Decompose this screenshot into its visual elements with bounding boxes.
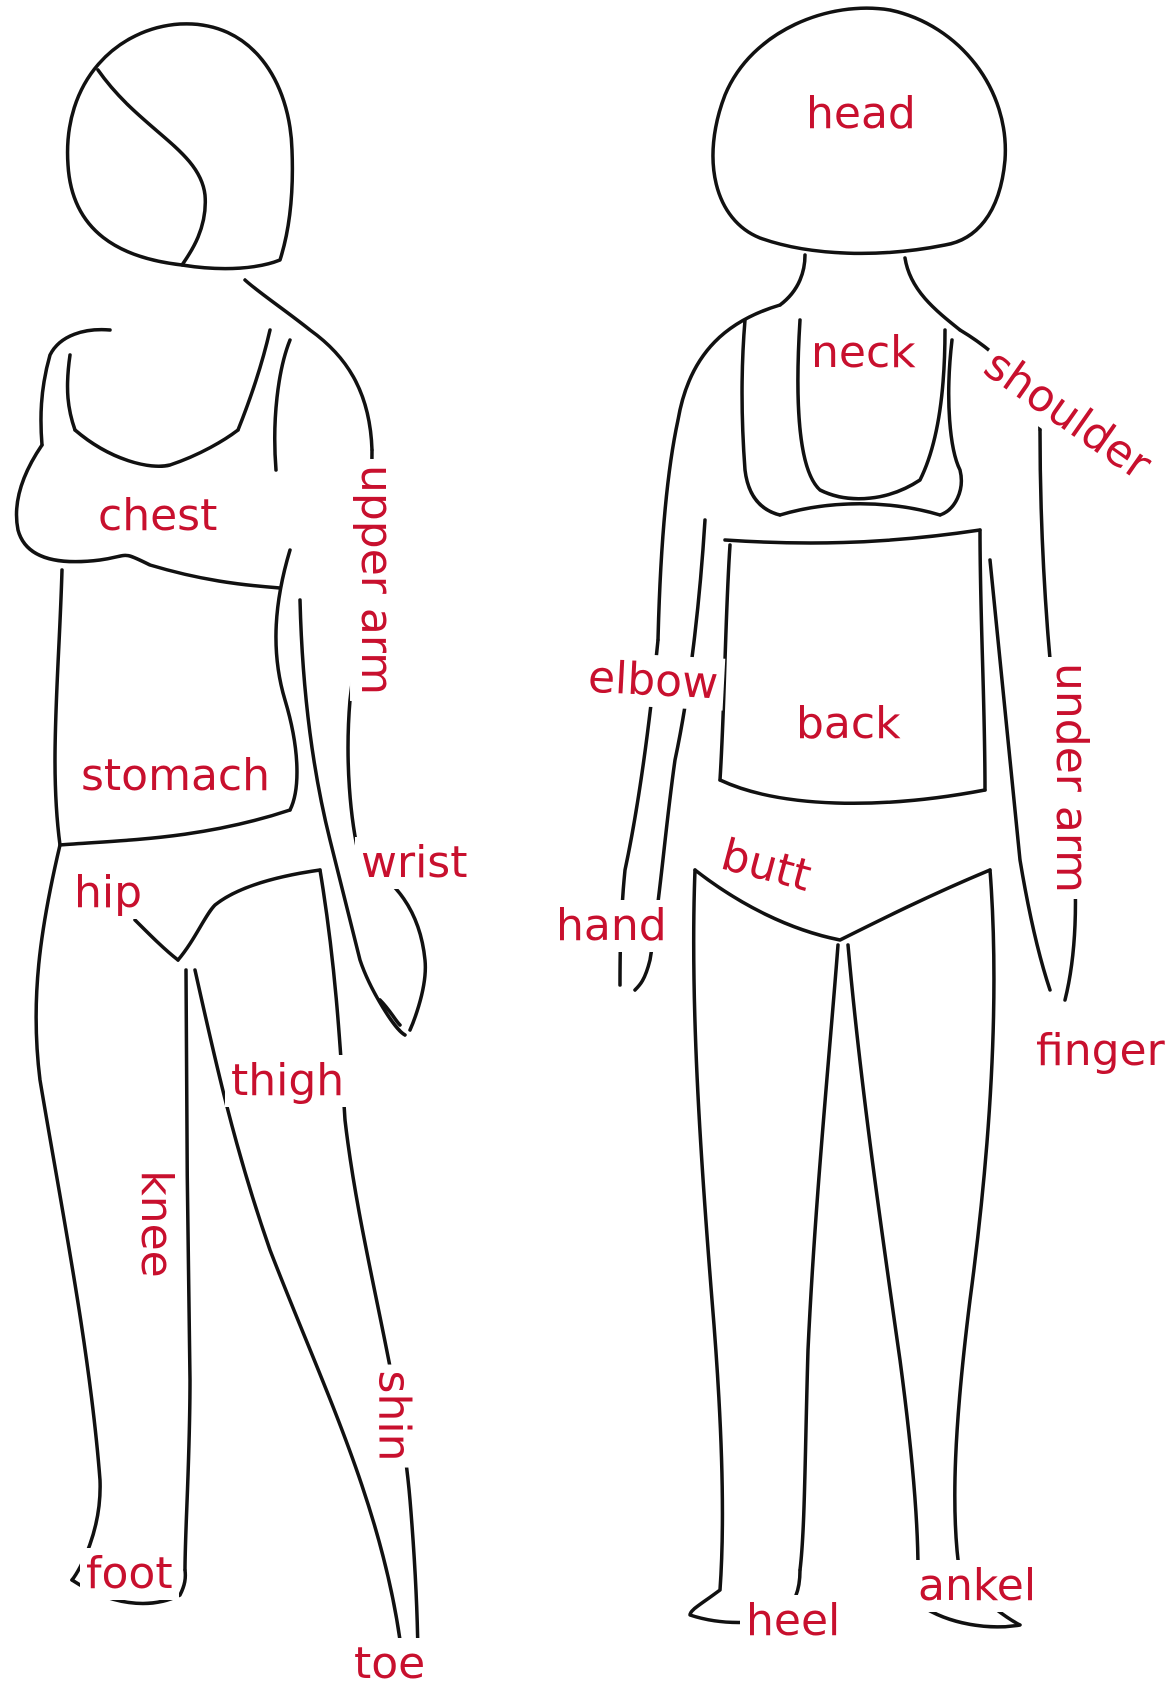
back-right-leg-inner [848, 945, 918, 1570]
front-waist-outline [60, 810, 290, 845]
front-torso-left [55, 570, 62, 845]
label-hand: hand [550, 900, 673, 952]
back-right-arm-inner [990, 560, 1050, 990]
label-ankel: ankel [912, 1560, 1042, 1612]
front-neck-outline [245, 280, 372, 450]
back-right-leg-outer [920, 870, 1020, 1627]
label-finger: finger [1030, 1025, 1171, 1077]
label-toe: toe [348, 1638, 431, 1690]
label-heel: heel [740, 1595, 846, 1647]
label-back: back [790, 698, 907, 750]
front-head-outline [68, 24, 293, 269]
front-left-leg-outer [36, 845, 100, 1580]
front-right-leg-outer [320, 870, 418, 1670]
front-bra-strap-left [68, 355, 75, 430]
front-briefs-left [135, 920, 178, 960]
back-left-leg-outer [690, 870, 800, 1623]
back-band [725, 530, 980, 543]
label-head: head [800, 88, 922, 140]
label-upper-arm: upper arm [350, 459, 402, 701]
front-briefs-right [178, 870, 320, 960]
front-torso-right [276, 550, 297, 810]
back-torso-right [980, 530, 985, 790]
front-arm-inner [275, 340, 290, 470]
back-figure [620, 8, 1075, 1627]
back-neck-right [905, 258, 960, 330]
label-stomach: stomach [75, 750, 276, 802]
label-thigh: thigh [225, 1055, 350, 1107]
label-knee: knee [130, 1164, 182, 1284]
front-bra-outline [75, 430, 238, 466]
label-wrist: wrist [355, 837, 473, 889]
back-left-shoulder [658, 305, 780, 640]
label-foot: foot [80, 1548, 179, 1600]
back-bra-band-top [780, 504, 940, 515]
label-neck: neck [805, 327, 922, 379]
label-under-arm: under arm [1045, 657, 1097, 899]
front-bra-strap-right [238, 330, 270, 430]
label-elbow: elbow [581, 651, 726, 710]
back-left-leg-inner [800, 945, 838, 1570]
back-neck-left [780, 255, 805, 305]
front-hair-outline [98, 70, 205, 265]
label-shin: shin [367, 1365, 419, 1468]
label-chest: chest [92, 490, 223, 542]
label-hip: hip [68, 867, 148, 919]
back-waist-outline [720, 780, 985, 803]
front-left-leg-inner [185, 970, 190, 1570]
back-bra-strap-left [742, 320, 780, 515]
